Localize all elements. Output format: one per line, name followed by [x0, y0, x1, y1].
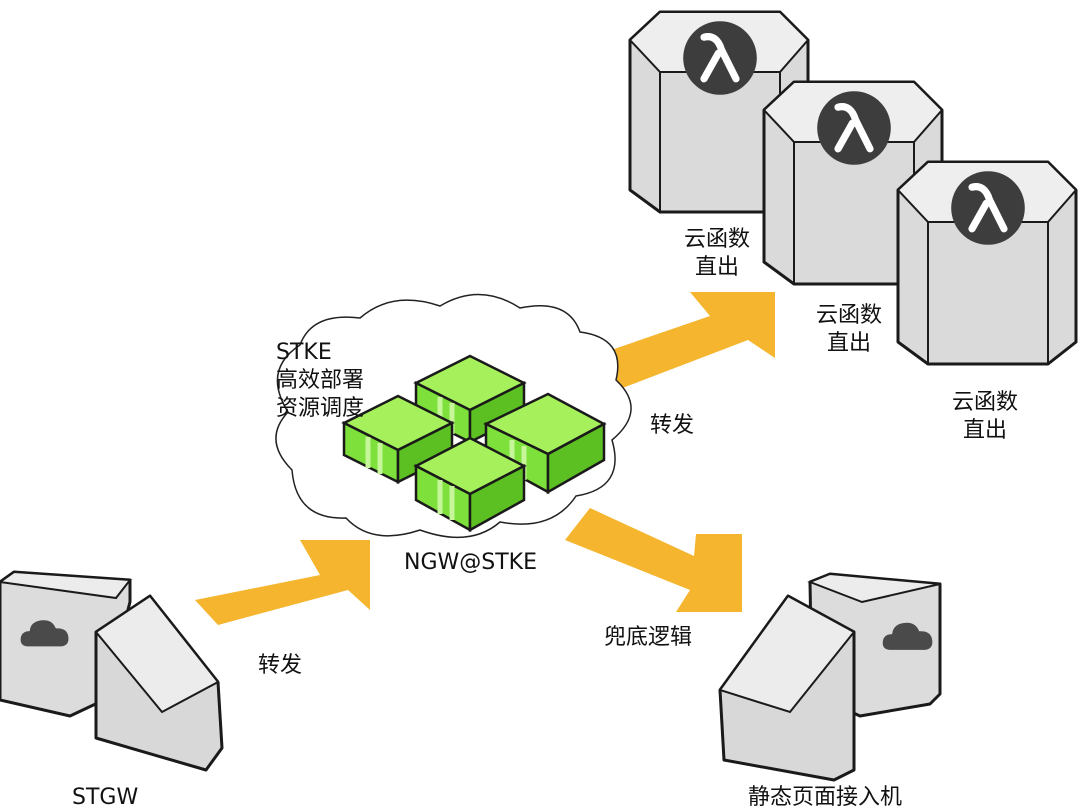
stgw-label: STGW: [72, 785, 139, 810]
arrow-ngw-to-static: [565, 508, 742, 612]
static-page-server-label: 静态页面接入机: [748, 785, 903, 810]
cloud-function-label-3: 云函数 直出: [952, 389, 1018, 445]
ngw-label: NGW@STKE: [404, 550, 537, 575]
cloud-function-server: [896, 160, 1078, 366]
static-page-server: [718, 572, 942, 782]
cloud-function-label-line-2: 直出: [827, 331, 872, 356]
stke-note: STKE 高效部署 资源调度: [276, 339, 364, 423]
ngw-stke-cluster: [275, 293, 632, 539]
lambda-icon: [951, 171, 1025, 245]
cloud-function-label-line-1: 云函数: [952, 390, 1019, 415]
forward-label-2: 转发: [650, 413, 695, 438]
stgw-gateway: [0, 570, 224, 772]
stke-note-line-2: 高效部署: [276, 368, 365, 393]
cloud-function-label-line-1: 云函数: [816, 303, 883, 328]
cloud-function-label-line-2: 直出: [695, 255, 740, 280]
fallback-label: 兜底逻辑: [604, 625, 693, 650]
cloud-function-label-line-1: 云函数: [684, 227, 751, 252]
cloud-function-label-2: 云函数 直出: [816, 302, 882, 358]
arrow-stgw-to-ngw: [195, 540, 370, 625]
cloud-function-label-line-2: 直出: [963, 418, 1008, 443]
arrow-ngw-to-cloud-functions: [582, 292, 775, 392]
cloud-function-label-1: 云函数 直出: [684, 226, 750, 282]
forward-label-1: 转发: [258, 653, 303, 678]
lambda-icon: [683, 21, 757, 95]
green-block: [341, 394, 455, 485]
lambda-icon: [817, 91, 891, 165]
stke-note-line-1: STKE: [276, 340, 332, 365]
green-block: [413, 436, 527, 533]
stke-note-line-3: 资源调度: [276, 396, 365, 421]
